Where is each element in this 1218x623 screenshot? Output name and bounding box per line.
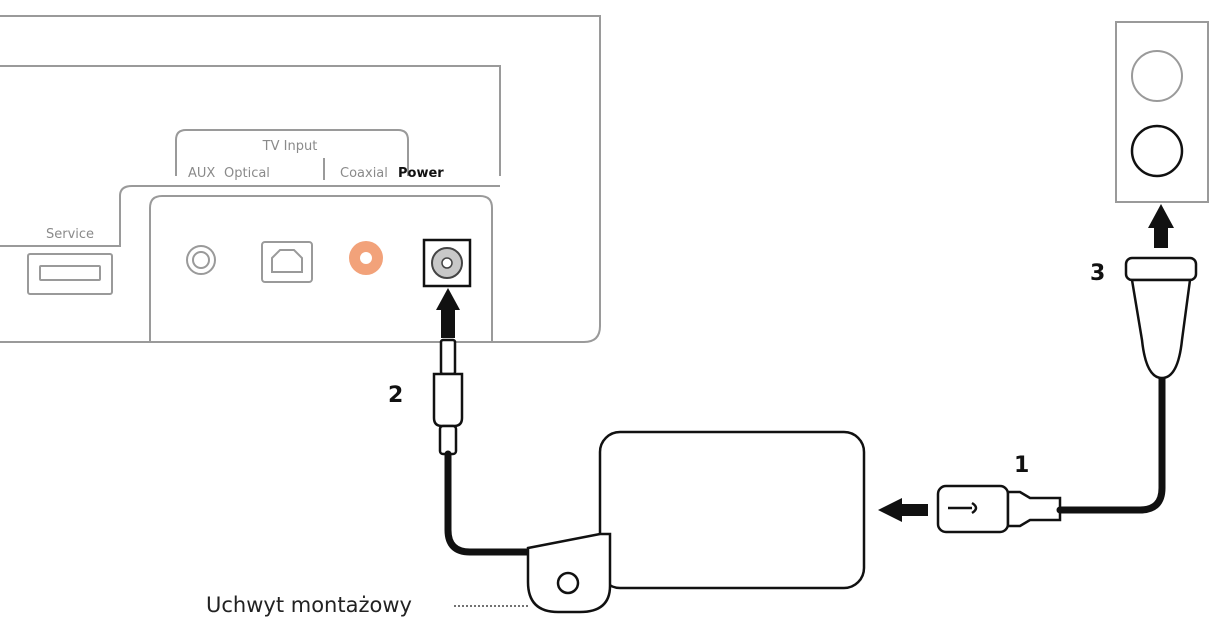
soundbar-outline (0, 15, 601, 343)
step-3-number: 3 (1090, 261, 1105, 286)
soundbar-panel (0, 15, 601, 343)
jack-recess (149, 195, 493, 342)
optical-label: Optical (224, 166, 270, 181)
power-adapter (598, 430, 866, 590)
coaxial-port (349, 241, 383, 275)
coaxial-label: Coaxial (340, 166, 388, 181)
power-label: Power (398, 166, 444, 181)
ac-cable (1056, 374, 1166, 514)
aux-jack (186, 245, 216, 275)
aux-label: AUX (188, 166, 215, 181)
power-jack (422, 238, 472, 288)
optical-port (261, 241, 313, 283)
dc-plug (432, 338, 464, 456)
arrow-up-icon (1148, 204, 1174, 248)
step-2-number: 2 (388, 383, 403, 408)
step-1-number: 1 (1014, 453, 1029, 478)
soundbar-lower-step (0, 185, 500, 247)
soundbar-upper-panel (0, 65, 501, 176)
wall-plug (1124, 256, 1198, 380)
ac-connector (936, 484, 1062, 534)
wall-outlet (1115, 21, 1209, 203)
mounting-bracket-caption: Uchwyt montażowy (206, 593, 412, 617)
arrow-up-icon (436, 288, 460, 338)
dc-cable (444, 450, 544, 556)
tv-input-label: TV Input (262, 139, 318, 154)
mounting-bracket (526, 532, 612, 614)
tv-input-bracket (175, 129, 409, 176)
service-usb-port (27, 253, 113, 295)
arrow-left-icon (878, 498, 928, 522)
service-label: Service (46, 227, 94, 242)
